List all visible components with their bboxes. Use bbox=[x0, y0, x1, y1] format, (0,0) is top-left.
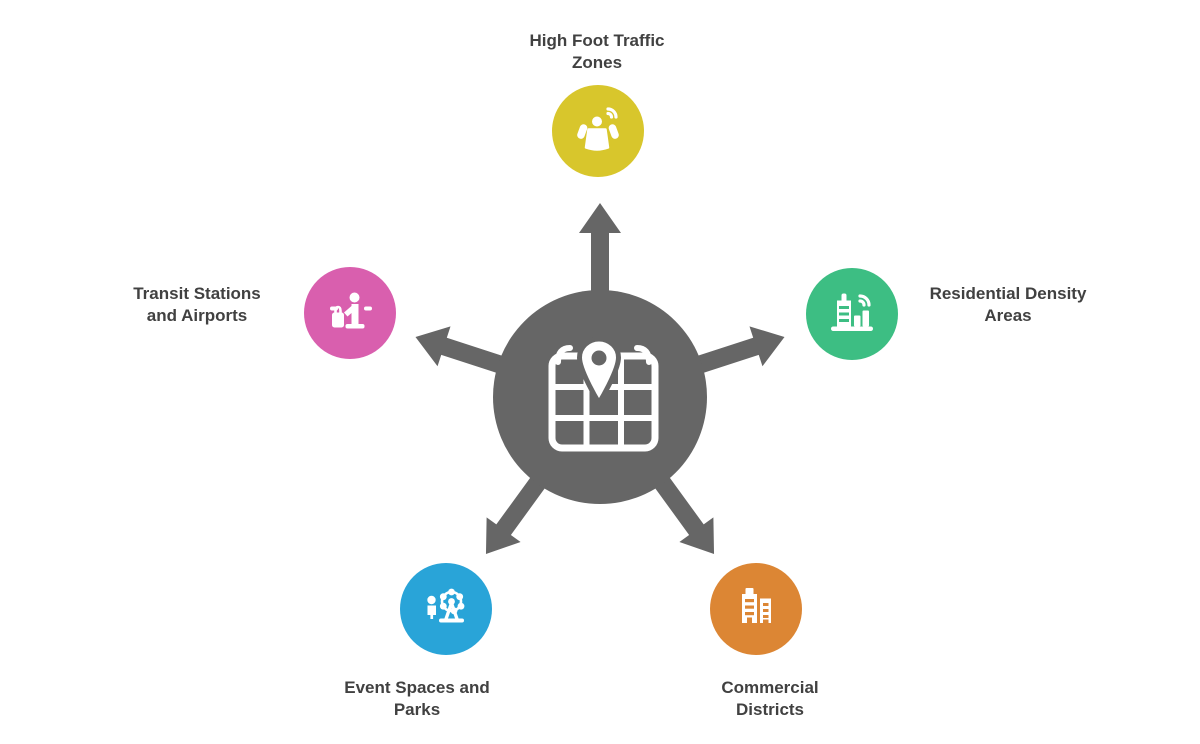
label-residential-density: Residential Density Areas bbox=[929, 284, 1087, 325]
label-commercial-districts: Commercial Districts bbox=[721, 678, 819, 719]
ferris-wheel-icon bbox=[427, 588, 465, 623]
crowd-signal-icon bbox=[577, 107, 619, 151]
traveler-luggage-icon bbox=[330, 292, 372, 329]
node-residential-density bbox=[806, 268, 898, 360]
map-location-pin-icon bbox=[548, 336, 659, 452]
building-signal-icon bbox=[831, 293, 873, 331]
office-buildings-icon bbox=[742, 588, 771, 623]
label-high-foot-traffic: High Foot Traffic Zones bbox=[529, 31, 665, 72]
label-event-spaces: Event Spaces and Parks bbox=[344, 678, 490, 719]
label-transit-stations: Transit Stations and Airports bbox=[133, 284, 261, 325]
